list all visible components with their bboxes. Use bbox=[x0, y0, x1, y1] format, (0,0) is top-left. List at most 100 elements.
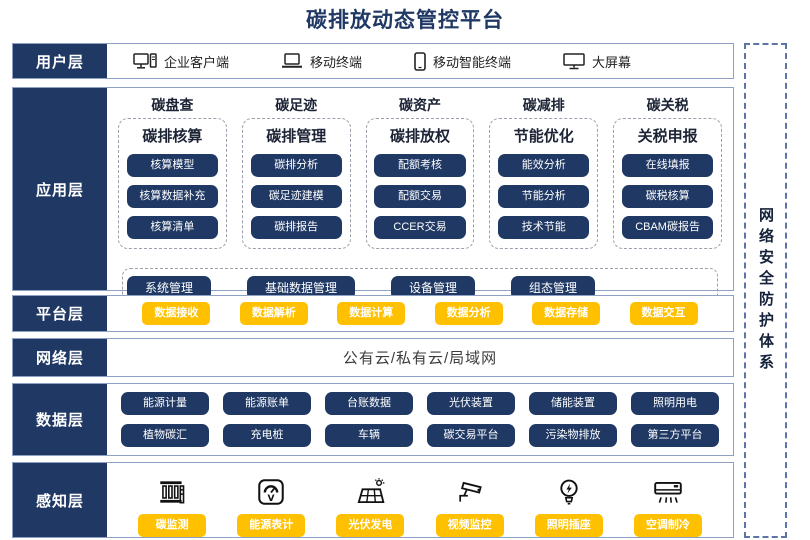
app-module-box: 关税申报 在线填报 碳税核算 CBAM碳报告 bbox=[613, 118, 722, 249]
perception-label-button[interactable]: 照明插座 bbox=[534, 514, 603, 537]
data-source-button[interactable]: 能源账单 bbox=[223, 392, 311, 415]
app-feature-button[interactable]: 核算模型 bbox=[126, 154, 218, 177]
energy-meter-icon: V bbox=[255, 476, 287, 508]
platform-capability-button[interactable]: 数据接收 bbox=[142, 302, 211, 325]
big-screen-icon bbox=[563, 52, 585, 70]
perception-item-carbon-monitor: 碳监测 bbox=[138, 476, 207, 537]
app-feature-button[interactable]: 技术节能 bbox=[498, 216, 590, 239]
layer-user-content: 企业客户端 移动终端 移动智能终端 bbox=[107, 44, 733, 78]
app-feature-button[interactable]: 能效分析 bbox=[498, 154, 590, 177]
perception-label-button[interactable]: 碳监测 bbox=[138, 514, 207, 537]
app-feature-button[interactable]: CCER交易 bbox=[374, 216, 466, 239]
perception-label-button[interactable]: 视频监控 bbox=[435, 514, 504, 537]
app-feature-button[interactable]: 碳税核算 bbox=[622, 185, 714, 208]
app-module-title: 碳排核算 bbox=[142, 128, 203, 145]
data-source-row: 能源计量 能源账单 台账数据 光伏装置 储能装置 照明用电 bbox=[107, 392, 733, 415]
app-module-title: 碳排管理 bbox=[266, 128, 327, 145]
perception-item-air-conditioner: 空调制冷 bbox=[633, 476, 702, 537]
user-clients-row: 企业客户端 移动终端 移动智能终端 bbox=[107, 44, 733, 78]
app-column-carbon-reduction: 碳减排 节能优化 能效分析 节能分析 技术节能 bbox=[489, 95, 599, 249]
user-item-big-screen: 大屏幕 bbox=[563, 52, 631, 71]
layer-network-content: 公有云/私有云/局域网 bbox=[107, 339, 733, 376]
data-source-button[interactable]: 植物碳汇 bbox=[121, 424, 209, 447]
network-cloud-text: 公有云/私有云/局域网 bbox=[342, 350, 498, 367]
app-feature-button[interactable]: 在线填报 bbox=[622, 154, 714, 177]
data-source-button[interactable]: 车辆 bbox=[325, 424, 413, 447]
laptop-icon bbox=[281, 53, 303, 69]
perception-item-solar: 光伏发电 bbox=[336, 476, 405, 537]
user-item-enterprise-client: 企业客户端 bbox=[133, 52, 229, 71]
layer-perception: 感知层 碳监测 V 能源表计 bbox=[12, 462, 734, 538]
platform-capability-button[interactable]: 数据存储 bbox=[532, 302, 601, 325]
cctv-camera-icon bbox=[454, 476, 486, 508]
app-feature-button[interactable]: 碳排报告 bbox=[250, 216, 342, 239]
layer-platform-content: 数据接收 数据解析 数据计算 数据分析 数据存储 数据交互 bbox=[107, 296, 733, 331]
perception-label-button[interactable]: 光伏发电 bbox=[336, 514, 405, 537]
app-feature-button[interactable]: 配额交易 bbox=[374, 185, 466, 208]
data-source-button[interactable]: 第三方平台 bbox=[631, 424, 719, 447]
app-feature-button[interactable]: 配额考核 bbox=[374, 154, 466, 177]
air-conditioner-icon bbox=[652, 476, 684, 508]
layer-data-label: 数据层 bbox=[13, 384, 107, 455]
user-item-label: 移动智能终端 bbox=[433, 54, 512, 70]
app-column-carbon-tariff: 碳关税 关税申报 在线填报 碳税核算 CBAM碳报告 bbox=[613, 95, 722, 249]
page-title: 碳排放动态管控平台 bbox=[306, 9, 504, 32]
platform-capability-button[interactable]: 数据分析 bbox=[434, 302, 503, 325]
layer-platform-label: 平台层 bbox=[13, 296, 107, 331]
layer-user: 用户层 企业客户端 移动终端 bbox=[12, 43, 734, 79]
perception-label-button[interactable]: 空调制冷 bbox=[633, 514, 702, 537]
perception-label-button[interactable]: 能源表计 bbox=[237, 514, 306, 537]
user-item-label: 企业客户端 bbox=[164, 54, 230, 70]
light-bulb-icon bbox=[553, 476, 585, 508]
layer-platform: 平台层 数据接收 数据解析 数据计算 数据分析 数据存储 数据交互 bbox=[12, 295, 734, 332]
platform-capability-button[interactable]: 数据计算 bbox=[337, 302, 406, 325]
app-column-carbon-asset: 碳资产 碳排放权 配额考核 配额交易 CCER交易 bbox=[365, 95, 475, 249]
app-module-box: 碳排核算 核算模型 核算数据补充 核算清单 bbox=[118, 118, 227, 249]
app-column-carbon-inventory: 碳盘查 碳排核算 核算模型 核算数据补充 核算清单 bbox=[118, 95, 227, 249]
data-source-button[interactable]: 充电桩 bbox=[223, 424, 311, 447]
app-feature-button[interactable]: 碳排分析 bbox=[250, 154, 342, 177]
perception-item-cctv: 视频监控 bbox=[435, 476, 504, 537]
user-item-smart-terminal: 移动智能终端 bbox=[414, 51, 512, 71]
app-category: 碳资产 bbox=[398, 97, 441, 113]
layer-network: 网络层 公有云/私有云/局域网 bbox=[12, 338, 734, 377]
app-category: 碳关税 bbox=[646, 97, 689, 113]
app-column-carbon-footprint: 碳足迹 碳排管理 碳排分析 碳足迹建模 碳排报告 bbox=[241, 95, 351, 249]
data-source-button[interactable]: 光伏装置 bbox=[427, 392, 515, 415]
platform-capability-button[interactable]: 数据解析 bbox=[239, 302, 308, 325]
app-module-title: 节能优化 bbox=[513, 128, 574, 145]
data-source-button[interactable]: 储能装置 bbox=[529, 392, 617, 415]
platform-capability-button[interactable]: 数据交互 bbox=[629, 302, 698, 325]
layer-app-content: 碳盘查 碳排核算 核算模型 核算数据补充 核算清单 碳足迹 碳排管理 碳排分析 bbox=[107, 88, 733, 307]
app-feature-button[interactable]: 节能分析 bbox=[498, 185, 590, 208]
app-category: 碳减排 bbox=[522, 97, 565, 113]
security-system-bar: 网络安全防护体系 bbox=[744, 43, 787, 538]
app-module-box: 碳排管理 碳排分析 碳足迹建模 碳排报告 bbox=[241, 118, 351, 249]
layer-perception-content: 碳监测 V 能源表计 光伏发电 bbox=[107, 463, 733, 537]
data-source-row: 植物碳汇 充电桩 车辆 碳交易平台 污染物排放 第三方平台 bbox=[107, 424, 733, 447]
app-category: 碳盘查 bbox=[151, 97, 194, 113]
perception-item-lighting: 照明插座 bbox=[534, 476, 603, 537]
user-item-label: 大屏幕 bbox=[592, 54, 632, 70]
app-feature-button[interactable]: 核算清单 bbox=[126, 216, 218, 239]
app-feature-button[interactable]: CBAM碳报告 bbox=[622, 216, 714, 239]
data-source-button[interactable]: 照明用电 bbox=[631, 392, 719, 415]
layer-data-content: 能源计量 能源账单 台账数据 光伏装置 储能装置 照明用电 植物碳汇 充电桩 车… bbox=[107, 384, 733, 455]
data-source-button[interactable]: 污染物排放 bbox=[529, 424, 617, 447]
security-system-label: 网络安全防护体系 bbox=[757, 206, 774, 375]
layer-perception-label: 感知层 bbox=[13, 463, 107, 537]
svg-text:V: V bbox=[268, 494, 275, 504]
solar-panel-icon bbox=[354, 476, 386, 508]
data-source-button[interactable]: 碳交易平台 bbox=[427, 424, 515, 447]
app-module-box: 碳排放权 配额考核 配额交易 CCER交易 bbox=[365, 118, 475, 249]
desktop-pc-icon bbox=[133, 52, 157, 70]
layer-app: 应用层 碳盘查 碳排核算 核算模型 核算数据补充 核算清单 碳足迹 bbox=[12, 87, 734, 307]
app-module-box: 节能优化 能效分析 节能分析 技术节能 bbox=[489, 118, 599, 249]
data-source-button[interactable]: 能源计量 bbox=[121, 392, 209, 415]
app-feature-button[interactable]: 核算数据补充 bbox=[126, 185, 218, 208]
app-feature-button[interactable]: 碳足迹建模 bbox=[250, 185, 342, 208]
user-item-mobile-terminal: 移动终端 bbox=[281, 52, 362, 71]
data-source-button[interactable]: 台账数据 bbox=[325, 392, 413, 415]
app-module-title: 关税申报 bbox=[637, 128, 698, 145]
app-category: 碳足迹 bbox=[275, 97, 318, 113]
